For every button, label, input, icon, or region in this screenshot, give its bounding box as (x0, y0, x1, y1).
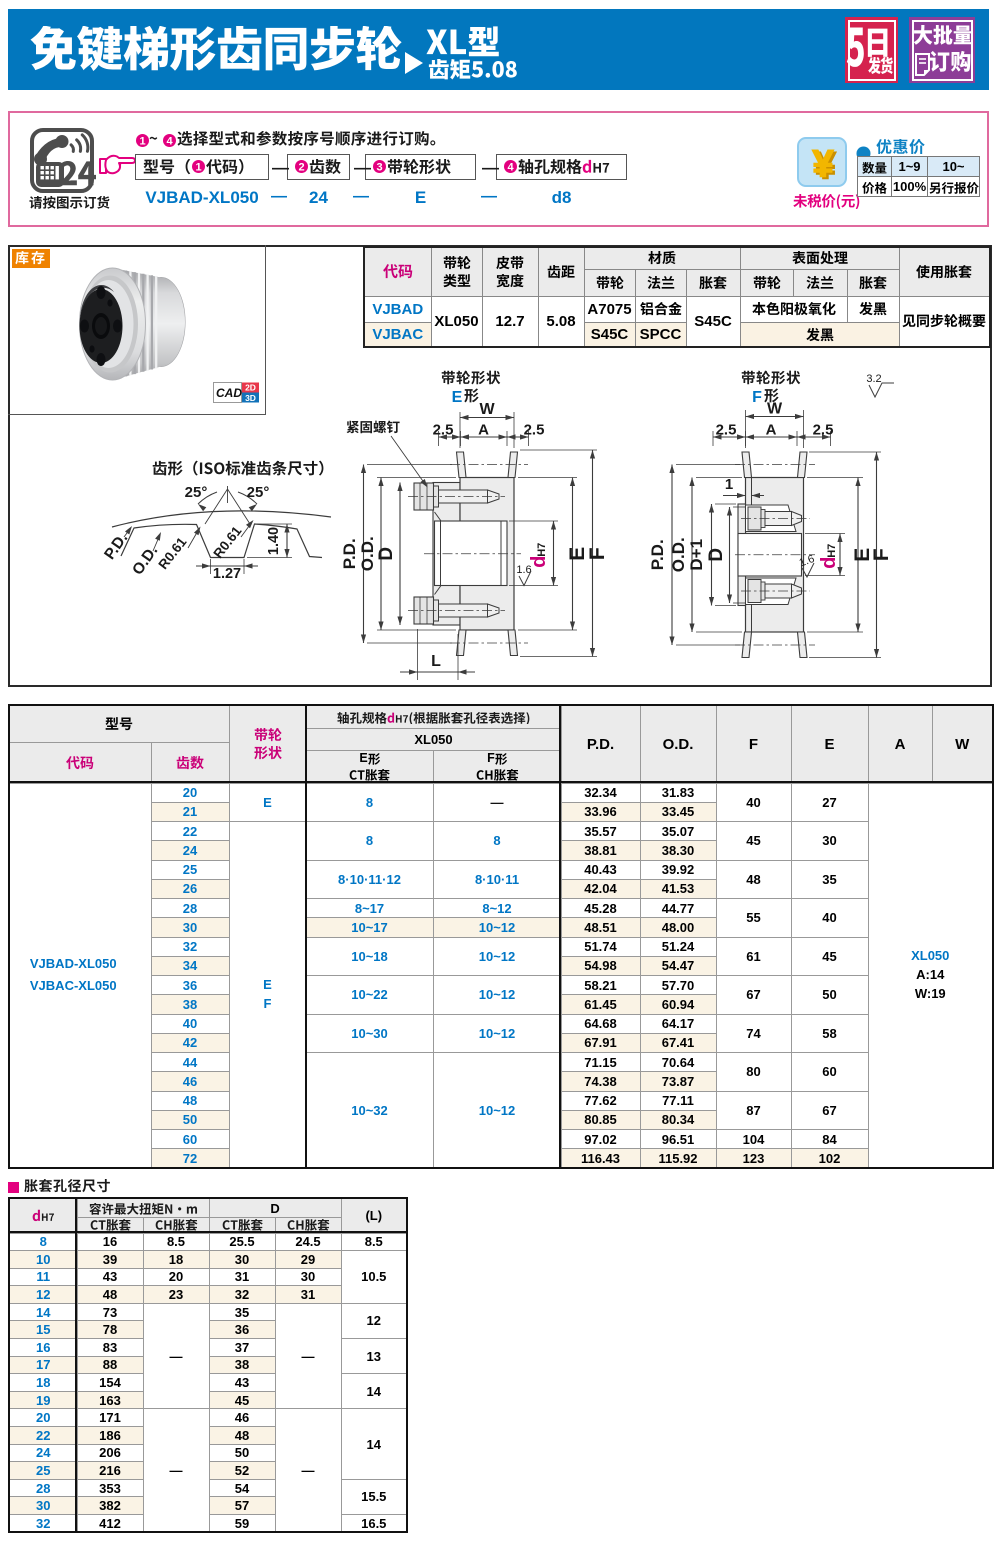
svg-text:A: A (766, 422, 777, 439)
svg-text:F: F (870, 548, 893, 561)
svg-text:L: L (431, 653, 441, 670)
svg-text:F: F (752, 389, 762, 406)
svg-text:D: D (376, 547, 397, 561)
svg-text:3D: 3D (245, 393, 256, 403)
svg-text:P.D.: P.D. (648, 539, 667, 570)
svg-text:O.D.: O.D. (358, 536, 377, 571)
svg-text:1: 1 (139, 135, 145, 147)
svg-text:25°: 25° (247, 484, 270, 501)
svg-text:1.6: 1.6 (798, 553, 816, 570)
svg-text:A: A (478, 422, 489, 439)
svg-text:CAD: CAD (216, 386, 242, 400)
svg-text:4: 4 (507, 161, 514, 173)
svg-text:D+1: D+1 (687, 539, 706, 571)
svg-text:1.6: 1.6 (516, 564, 531, 576)
svg-text:1: 1 (195, 161, 201, 173)
svg-text:1.27: 1.27 (213, 566, 241, 582)
svg-text:O.D.: O.D. (669, 537, 688, 572)
svg-text:E: E (452, 389, 463, 406)
svg-text:2.5: 2.5 (813, 422, 834, 439)
svg-text:R0.61: R0.61 (210, 523, 244, 561)
svg-text:2.5: 2.5 (524, 422, 545, 439)
svg-text:P.D.: P.D. (340, 538, 359, 569)
svg-text:d: d (818, 557, 840, 569)
svg-text:2.5: 2.5 (433, 422, 454, 439)
svg-text:3.2: 3.2 (866, 373, 881, 385)
svg-text:P.D.: P.D. (101, 530, 131, 563)
svg-text:2: 2 (298, 161, 304, 173)
svg-text:H7: H7 (826, 544, 838, 558)
svg-text:1: 1 (725, 476, 733, 493)
svg-text:H7: H7 (536, 543, 548, 557)
svg-text:25°: 25° (185, 484, 208, 501)
svg-text:2D: 2D (245, 383, 256, 393)
svg-text:d: d (528, 556, 550, 568)
svg-text:E: E (566, 547, 589, 561)
svg-text:¥: ¥ (812, 144, 833, 186)
svg-text:F: F (586, 547, 609, 560)
svg-text:E: E (851, 548, 874, 562)
svg-text:3: 3 (376, 161, 382, 173)
svg-text:1.40: 1.40 (266, 527, 282, 555)
svg-text:¥: ¥ (815, 146, 836, 187)
svg-text:2.5: 2.5 (716, 422, 737, 439)
svg-text:D: D (706, 548, 727, 562)
svg-text:W: W (767, 401, 783, 418)
svg-text:W: W (479, 401, 495, 418)
svg-text:4: 4 (166, 135, 173, 147)
